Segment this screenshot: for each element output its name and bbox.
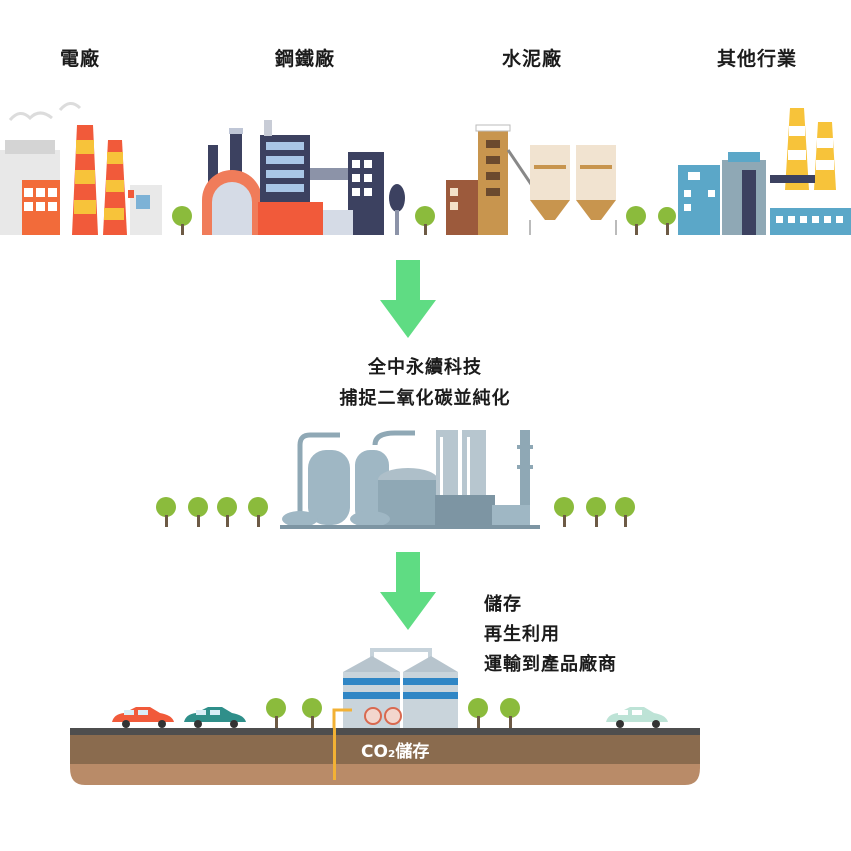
cement-plant-illustration	[446, 124, 646, 235]
capture-company-name: 全中永續科技	[368, 357, 482, 378]
trees-left	[156, 497, 268, 527]
other-industries-illustration	[658, 108, 851, 235]
capture-plant-illustration	[156, 430, 635, 529]
power-plant-illustration	[0, 102, 192, 235]
capture-process-description: 捕捉二氧化碳並純化	[339, 388, 511, 409]
down-arrow-icon	[380, 260, 436, 338]
road-surface	[70, 728, 700, 735]
injection-pipe	[333, 728, 336, 780]
co2-storage-label: CO₂儲存	[361, 742, 430, 762]
car-mint-icon	[606, 707, 668, 728]
down-arrow-icon	[380, 552, 436, 630]
storage-tanks	[332, 648, 458, 728]
industry-label-cement-plant: 水泥廠	[501, 48, 563, 70]
trees	[266, 698, 520, 728]
factories-illustration	[0, 102, 851, 235]
usage-item-storage: 儲存	[484, 594, 522, 615]
usage-item-transport: 運輸到產品廠商	[484, 654, 617, 675]
car-orange-icon	[112, 707, 174, 728]
steel-mill-illustration	[202, 120, 435, 235]
usage-item-reuse: 再生利用	[484, 624, 560, 645]
trees-right	[554, 497, 635, 527]
industry-label-steel-mill: 鋼鐵廠	[274, 48, 336, 70]
industry-label-power-plant: 電廠	[59, 48, 101, 70]
capture-facility	[280, 430, 540, 529]
car-teal-icon	[184, 707, 246, 728]
storage-scene-illustration	[70, 648, 700, 785]
industry-label-other-industries: 其他行業	[716, 48, 798, 70]
soil-top-layer	[70, 734, 700, 764]
